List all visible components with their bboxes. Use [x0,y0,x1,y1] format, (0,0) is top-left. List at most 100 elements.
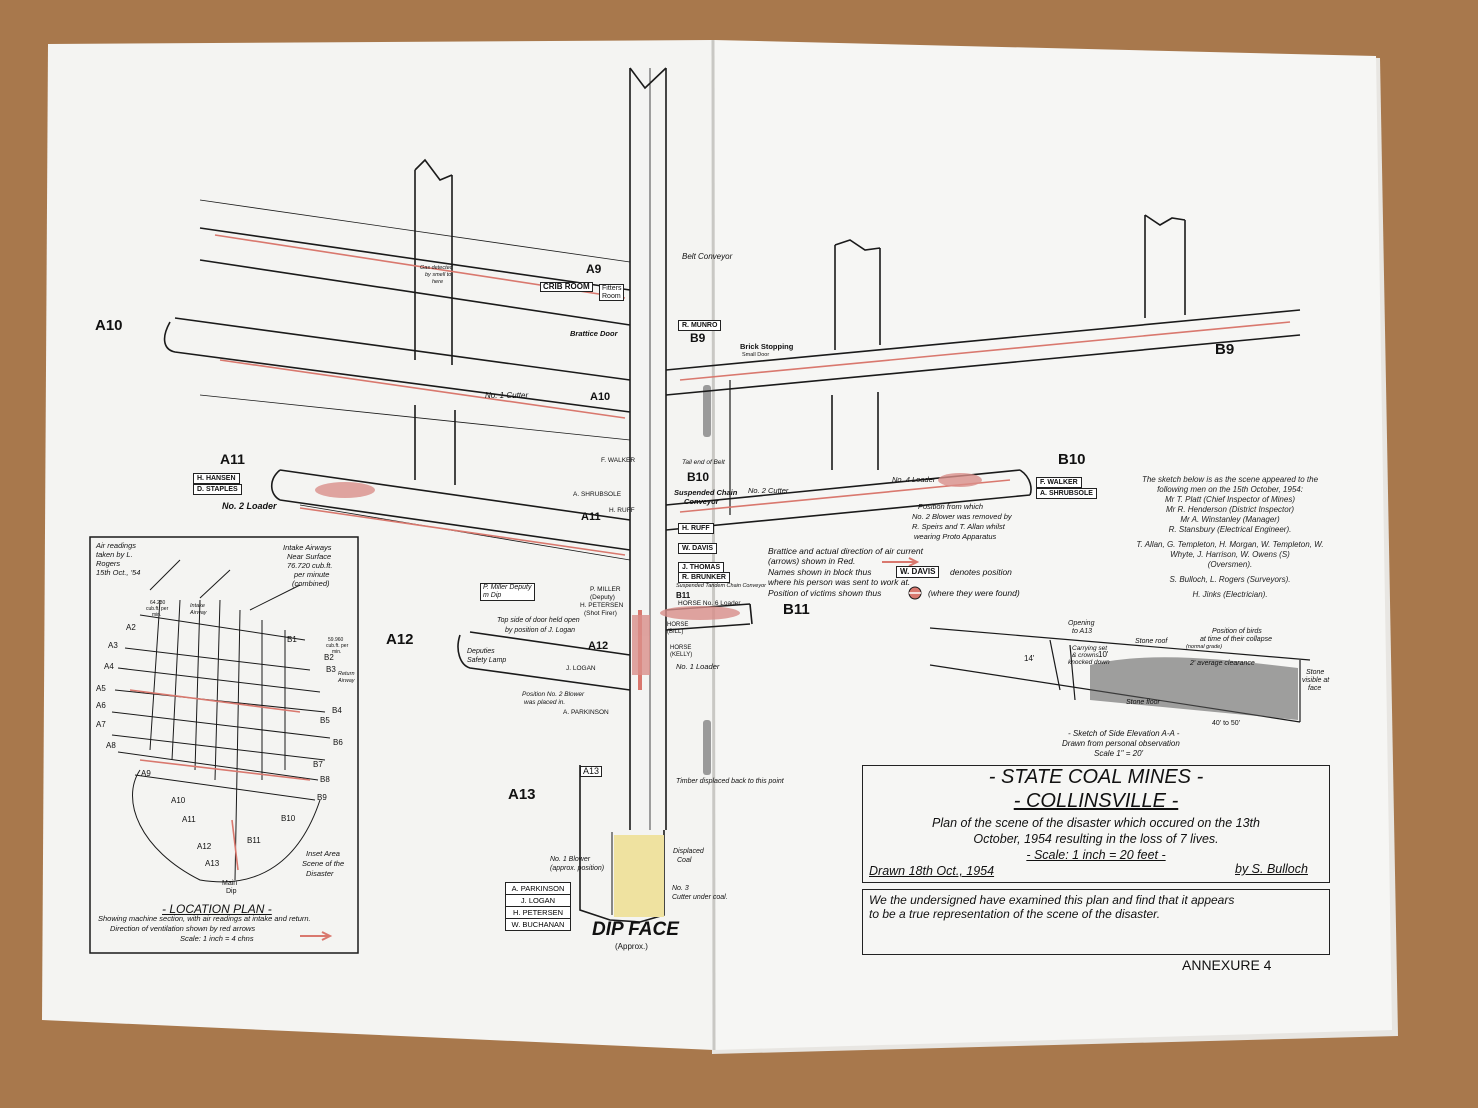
sig-g2: S. Bulloch, L. Rogers (Surveyors). [1169,575,1291,584]
title-block: - STATE COAL MINES - - COLLINSVILLE - Pl… [862,765,1330,883]
title-scale: - Scale: 1 inch = 20 feet - [1026,848,1166,862]
elev-stone-visible-1: Stone [1306,669,1325,676]
displaced-coal [614,835,664,917]
brattice-a11 [299,507,626,556]
title-by: by S. Bulloch [1235,862,1308,876]
airline-a10 [199,394,631,441]
loc-reading-2a: 59.960 [328,637,344,643]
legend-line-3b: denotes position [950,567,1012,577]
legend-line-1: Brattice and actual direction of air cur… [768,546,923,556]
sig-g1c: (Oversmen). [1207,560,1253,569]
elev-birds-1: Position of birds [1212,628,1262,635]
loc-intake-airway-2: Airway [190,610,207,616]
certification-block: We the undersigned have examined this pl… [862,889,1330,955]
door-held-1: Top side of door held open [497,617,580,624]
loc-inset-3: Disaster [306,869,334,878]
loc-b-label: B7 [313,760,323,769]
sig-g3: H. Jinks (Electrician). [1192,590,1268,599]
name-w-davis-box: W. DAVIS [678,543,717,554]
legend-line-2: (arrows) shown in Red. [768,556,856,566]
loc-return-1: Return [338,671,355,677]
crosscut-5 [831,392,879,470]
sig-m4: R. Stansbury (Electrical Engineer). [1168,525,1292,534]
loc-b-label: B9 [317,793,327,802]
debris-b11 [660,606,740,620]
belt-conveyor-label: Belt Conveyor [682,252,733,261]
loc-a-label: A12 [197,842,212,851]
title-line-2: - COLLINSVILLE - [1013,790,1179,812]
location-plan-arrows [129,689,311,871]
name-h-ruff-box: H. RUFF [678,523,714,534]
name-h-petersen: H. PETERSEN [580,602,624,609]
elev-distance: 40' to 50' [1212,720,1240,727]
legend-line-4: where his person was sent to work at. [768,577,911,587]
victim-name: A. PARKINSON [506,883,570,895]
elev-carrying-2: & crowns [1072,652,1099,659]
blower-removed-2: No. 2 Blower was removed by [912,512,1012,521]
loc-intake-airway-1: Intake [190,603,205,609]
road-label-b11-inner: B11 [676,591,691,600]
road-a10 [163,317,631,413]
elev-height: 14' [1024,654,1035,663]
blower-no2-1: Position No. 2 Blower [522,691,585,698]
horse-kelly-1: HORSE [670,645,692,651]
sig-g1b: Whyte, J. Harrison, W. Owens (S) [1170,550,1290,559]
no3-cutter-1: No. 3 [672,885,689,892]
sig-m2: Mr R. Henderson (District Inspector) [1165,505,1295,514]
road-label-a13: A13 [508,786,536,803]
loc-reading-2c: min. [332,649,342,655]
brattice-door-label: Brattice Door [570,329,618,338]
name-r-munro: R. MUNRO [678,320,722,331]
name-f-walker-box: F. WALKER [1036,477,1082,488]
loc-b-label: B10 [281,814,296,823]
no1-blower-2: (approx. position) [550,865,605,872]
sig-m3: Mr A. Winstanley (Manager) [1180,515,1280,524]
loc-return-2: Airway [338,678,355,684]
loc-a-label: A7 [96,720,106,729]
road-label-b9-inner: B9 [690,331,706,345]
name-p-miller: P. MILLER [590,586,621,593]
blower-removed-4: wearing Proto Apparatus [914,532,997,541]
loc-air-4: 15th Oct., '54 [96,568,141,577]
certification-line-2: to be a true representation of the scene… [869,907,1161,921]
fitters-line-1: Fitters [602,285,622,292]
loc-reading-2b: cub.ft. per [326,643,349,649]
victims-block: A. PARKINSON J. LOGAN H. PETERSEN W. BUC… [505,882,571,931]
sig-intro-1: The sketch below is as the scene appeare… [1141,475,1319,484]
loc-a-label: A3 [108,641,118,650]
no3-cutter-2: Cutter under coal. [672,894,728,901]
loc-b-label: B1 [287,635,297,644]
loc-intake-4: per minute [294,570,330,579]
suspended-chain-2: Conveyor [684,497,719,506]
elev-caption-2: Drawn from personal observation [1062,739,1180,748]
loc-reading-1a: 64.230 [150,600,166,606]
horse-kelly-2: (KELLY) [670,652,693,658]
elev-carrying-3: knocked down [1068,659,1110,666]
road-label-b10: B10 [1058,451,1086,468]
location-plan-caption-2: Direction of ventilation shown by red ar… [110,924,256,933]
elev-width: 10' [1098,650,1109,659]
loc-boundary [132,769,321,883]
road-label-a10: A10 [95,317,123,334]
road-b9 [665,309,1301,396]
road-a12 [457,631,631,691]
small-door-label: Small Door [742,352,770,358]
mine-roads [163,67,1301,923]
blower-removed-3: R. Speirs and T. Allan whilst [912,522,1005,531]
loc-b-label: B3 [326,665,336,674]
loc-a-label: A13 [205,859,220,868]
location-plan-caption-1: Showing machine section, with air readin… [98,914,311,923]
name-h-hansen: H. HANSEN [193,473,240,484]
sig-m1: Mr T. Platt (Chief Inspector of Mines) [1165,495,1295,504]
no1-cutter-label: No. 1 Cutter [485,391,529,400]
road-label-a11-inner: A11 [581,511,601,523]
loc-a-label: A9 [141,769,151,778]
crosscut-4 [1144,214,1186,318]
loc-a-label: A2 [126,623,136,632]
gas-note-1: Gas detected [420,265,453,271]
location-plan-title: - LOCATION PLAN - [162,902,272,916]
deputies-lamp-2: Safety Lamp [467,657,507,664]
brattice-b9 [679,321,1291,381]
